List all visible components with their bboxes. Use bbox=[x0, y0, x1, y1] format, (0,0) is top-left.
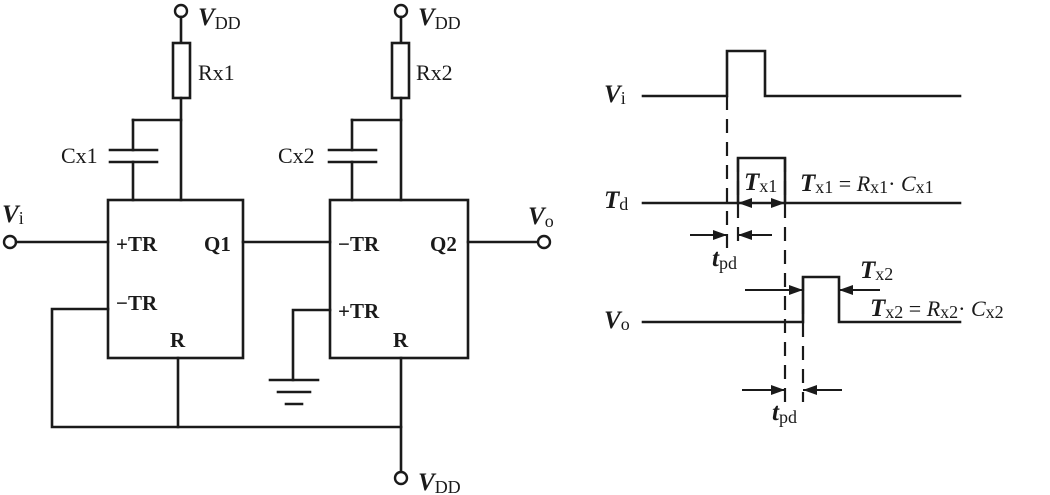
capacitor-cx1-icon bbox=[108, 118, 183, 202]
resistor-rx2-icon bbox=[390, 41, 411, 100]
vdd-label: V bbox=[418, 469, 437, 495]
tpd1-label: t bbox=[712, 245, 720, 272]
vi-label: V bbox=[604, 81, 623, 108]
tpd2-label: t bbox=[772, 399, 780, 426]
svg-text:tpd: tpd bbox=[772, 399, 797, 427]
vdd-subscript: DD bbox=[435, 13, 461, 33]
input-terminal-icon bbox=[2, 234, 18, 250]
input-vi: Vi bbox=[2, 201, 110, 250]
tx1-right-arrow-icon bbox=[771, 198, 785, 208]
vi-waveform bbox=[641, 49, 962, 98]
td-label: T bbox=[604, 187, 621, 214]
td-subscript: d bbox=[619, 194, 628, 214]
monostable-chip-1 bbox=[106, 198, 245, 360]
vdd-bottom: VDD bbox=[393, 469, 461, 495]
vdd-subscript: DD bbox=[435, 477, 461, 495]
vdd-terminal-bottom-icon bbox=[393, 470, 409, 486]
tx2-subscript: x2 bbox=[875, 264, 893, 284]
input-subscript: i bbox=[19, 208, 24, 228]
resistor-rx2-label: Rx2 bbox=[416, 60, 453, 85]
chip2-pin-reset: R bbox=[393, 328, 409, 352]
input-label: V bbox=[2, 201, 21, 228]
tx2-left-arrow-icon bbox=[789, 285, 803, 295]
svg-text:Tx1: Tx1 bbox=[744, 169, 777, 196]
tx1-left-arrow-icon bbox=[738, 198, 752, 208]
td-pulse bbox=[736, 156, 787, 205]
vdd-terminal-right-icon bbox=[393, 3, 409, 19]
chip1-pin-trig-neg: −TR bbox=[116, 291, 158, 315]
timing-diagram: Vi Td Tx1 Tx1 = Rx1· Cx1 tpd Vo Tx2 Tx2 … bbox=[604, 49, 1004, 427]
vo-label: V bbox=[604, 307, 623, 334]
svg-text:Vi: Vi bbox=[604, 81, 626, 108]
vo-subscript: o bbox=[621, 314, 630, 334]
svg-text:Vo: Vo bbox=[528, 203, 554, 231]
chip1-pin-q1: Q1 bbox=[204, 232, 231, 256]
tpd1-right-arrow-icon bbox=[738, 230, 752, 240]
tpd2-subscript: pd bbox=[779, 407, 797, 427]
tpd1-subscript: pd bbox=[719, 253, 737, 273]
svg-text:tpd: tpd bbox=[712, 245, 737, 273]
chip2-pin-trig-neg: −TR bbox=[338, 232, 380, 256]
chip2-pin-q2: Q2 bbox=[430, 232, 457, 256]
output-subscript: o bbox=[545, 211, 554, 231]
chip2-pin-trig-pos: +TR bbox=[338, 299, 380, 323]
vdd-subscript: DD bbox=[215, 13, 241, 33]
svg-text:Td: Td bbox=[604, 187, 628, 214]
svg-text:Tx2: Tx2 bbox=[860, 257, 893, 284]
capacitor-cx1-label: Cx1 bbox=[61, 143, 98, 168]
capacitor-cx2-icon bbox=[327, 118, 403, 202]
vi-subscript: i bbox=[621, 88, 626, 108]
output-label: V bbox=[528, 203, 547, 230]
tx1-label: T bbox=[744, 169, 761, 196]
output-terminal-icon bbox=[536, 234, 552, 250]
ground-icon bbox=[268, 378, 320, 406]
svg-text:VDD: VDD bbox=[418, 4, 461, 33]
svg-text:VDD: VDD bbox=[418, 469, 461, 495]
svg-text:Vo: Vo bbox=[604, 307, 630, 334]
tx1-equation: Tx1 = Rx1· Cx1 bbox=[800, 170, 934, 197]
svg-text:Vi: Vi bbox=[2, 201, 24, 228]
tx2-right-arrow-icon bbox=[839, 285, 853, 295]
vdd-top-left: VDD bbox=[173, 3, 241, 45]
vdd-label: V bbox=[418, 4, 437, 31]
svg-text:VDD: VDD bbox=[198, 4, 241, 33]
vo-waveform bbox=[641, 275, 962, 324]
tpd1-left-arrow-icon bbox=[713, 230, 727, 240]
vdd-label: V bbox=[198, 4, 217, 31]
tx2-equation: Tx2 = Rx2· Cx2 bbox=[870, 295, 1004, 322]
monostable-chip-2 bbox=[328, 198, 470, 360]
vdd-terminal-left-icon bbox=[173, 3, 189, 19]
vdd-top-right: VDD bbox=[393, 3, 461, 45]
output-vo: Vo bbox=[466, 203, 554, 250]
resistor-rx1-icon bbox=[171, 41, 192, 100]
tx1-subscript: x1 bbox=[759, 176, 777, 196]
circuit-schematic: VDD Rx1 Cx1 VDD Rx2 bbox=[2, 3, 554, 495]
capacitor-cx2-label: Cx2 bbox=[278, 143, 315, 168]
tx2-label: T bbox=[860, 257, 877, 284]
tpd2-right-arrow-icon bbox=[803, 385, 817, 395]
chip1-pin-reset: R bbox=[170, 328, 186, 352]
resistor-rx1-label: Rx1 bbox=[198, 60, 235, 85]
tpd2-left-arrow-icon bbox=[771, 385, 785, 395]
chip1-pin-trig-pos: +TR bbox=[116, 232, 158, 256]
